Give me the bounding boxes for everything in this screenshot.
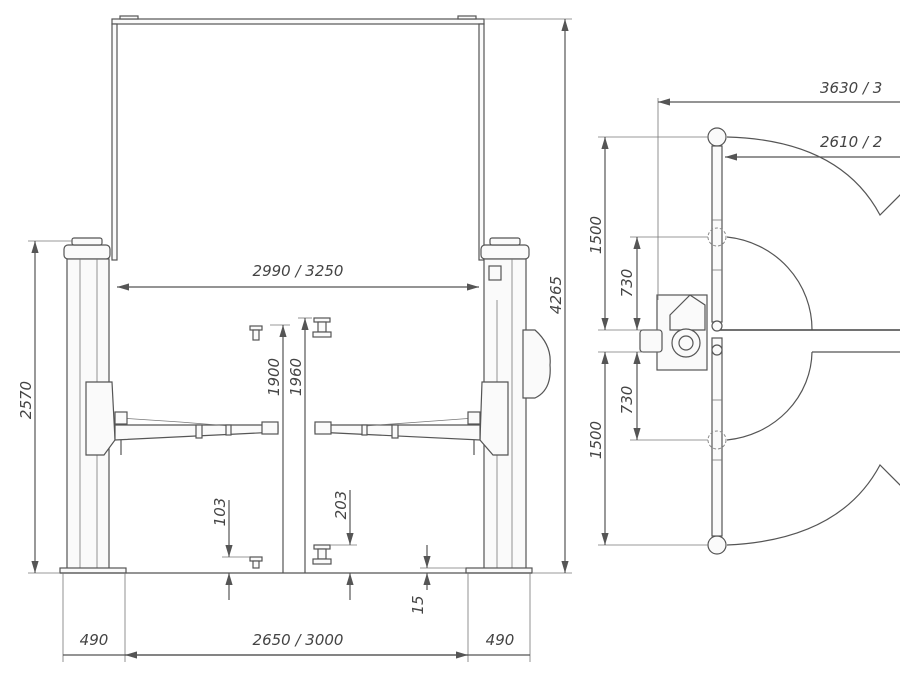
power-unit [522,329,551,399]
lift-adapters [249,317,332,569]
top-dimension-lines [598,98,900,546]
dim-pad-height-max: 1960 [287,358,305,396]
dim-arm-width: 2610 / 2 [820,133,882,151]
swing-arcs [717,136,900,546]
dim-base-right: 490 [486,631,515,649]
top-arms [707,127,727,555]
dim-pad-height-min: 1900 [265,358,283,396]
top-view: 3630 / 3 2610 / 2 1500 730 730 1500 [587,79,900,555]
front-dimension-lines [28,18,572,662]
overhead-beam [111,15,485,261]
dim-arm-short-top: 730 [618,269,636,298]
dim-base-left: 490 [80,631,109,649]
dim-base-plate: 15 [409,595,427,614]
right-lift-arms [314,411,481,455]
dim-adapter-low: 103 [211,498,229,527]
dim-arm-long-bottom: 1500 [587,421,605,459]
dim-drive-width: 2650 / 3000 [253,631,344,649]
dim-inner-width: 2990 / 3250 [253,262,344,280]
left-lift-arms [114,411,279,455]
top-power-unit [639,294,723,371]
front-view: 2570 4265 2990 / 3250 1900 1960 103 203 … [17,15,572,662]
dim-arm-short-bottom: 730 [618,386,636,415]
left-column [59,237,127,574]
dim-column-height: 2570 [17,381,35,419]
dim-arm-long-top: 1500 [587,216,605,254]
dim-adapter-high: 203 [332,491,350,520]
right-column [465,237,551,574]
dim-overall-width: 3630 / 3 [820,79,882,97]
dim-total-height: 4265 [547,276,565,314]
